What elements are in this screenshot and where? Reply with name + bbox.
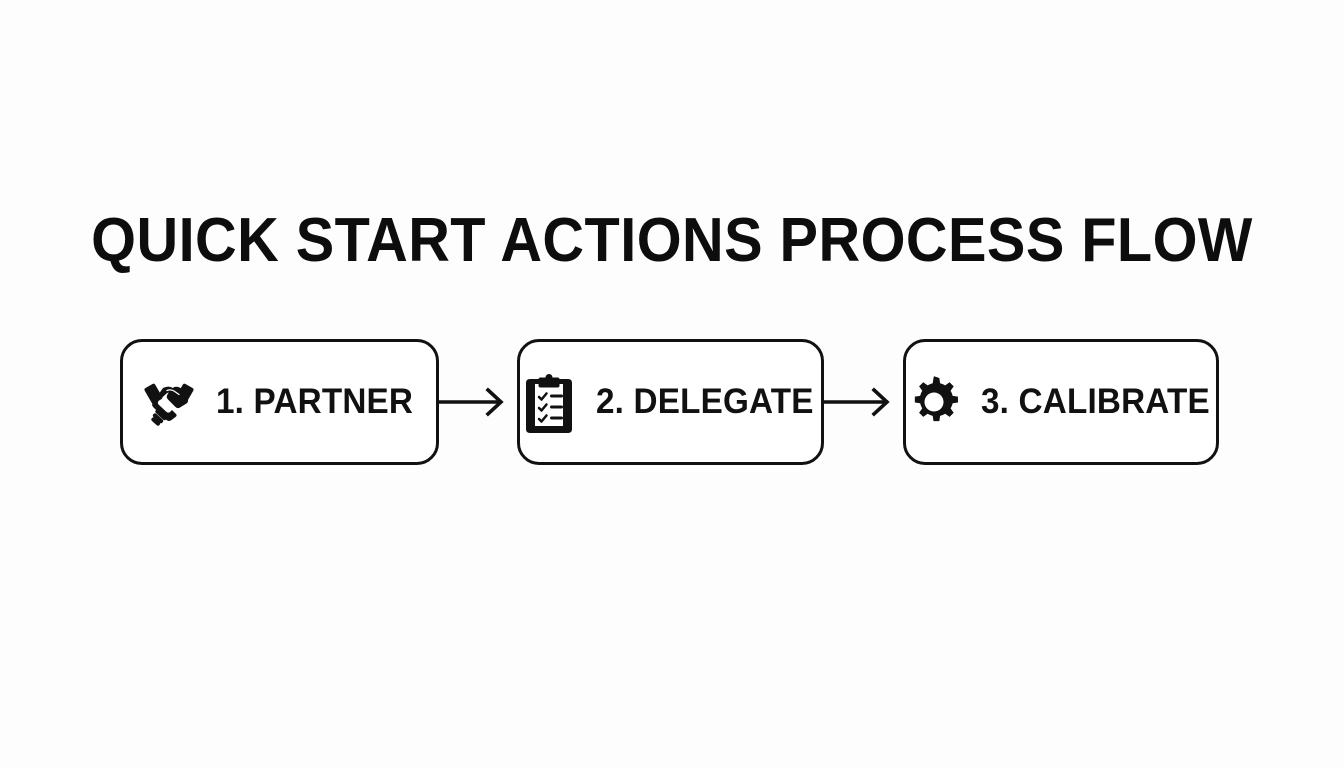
clipboard-checklist-icon xyxy=(516,369,582,435)
arrow-right-icon-1 xyxy=(438,383,518,421)
step-box-delegate[interactable]: 2. DELEGATE xyxy=(517,339,824,465)
step-label-delegate: 2. DELEGATE xyxy=(595,382,814,421)
step-label-partner: 1. PARTNER xyxy=(215,382,413,421)
page-title: QUICK START ACTIONS PROCESS FLOW xyxy=(91,206,1253,275)
arrow-right-icon-2 xyxy=(823,383,904,421)
step-label-calibrate: 3. CALIBRATE xyxy=(980,382,1210,421)
process-flow-row: 1. PARTNER xyxy=(0,339,1344,465)
handshake-icon xyxy=(136,369,202,435)
step-box-partner[interactable]: 1. PARTNER xyxy=(120,339,439,465)
gear-icon xyxy=(901,369,967,435)
step-box-calibrate[interactable]: 3. CALIBRATE xyxy=(903,339,1219,465)
